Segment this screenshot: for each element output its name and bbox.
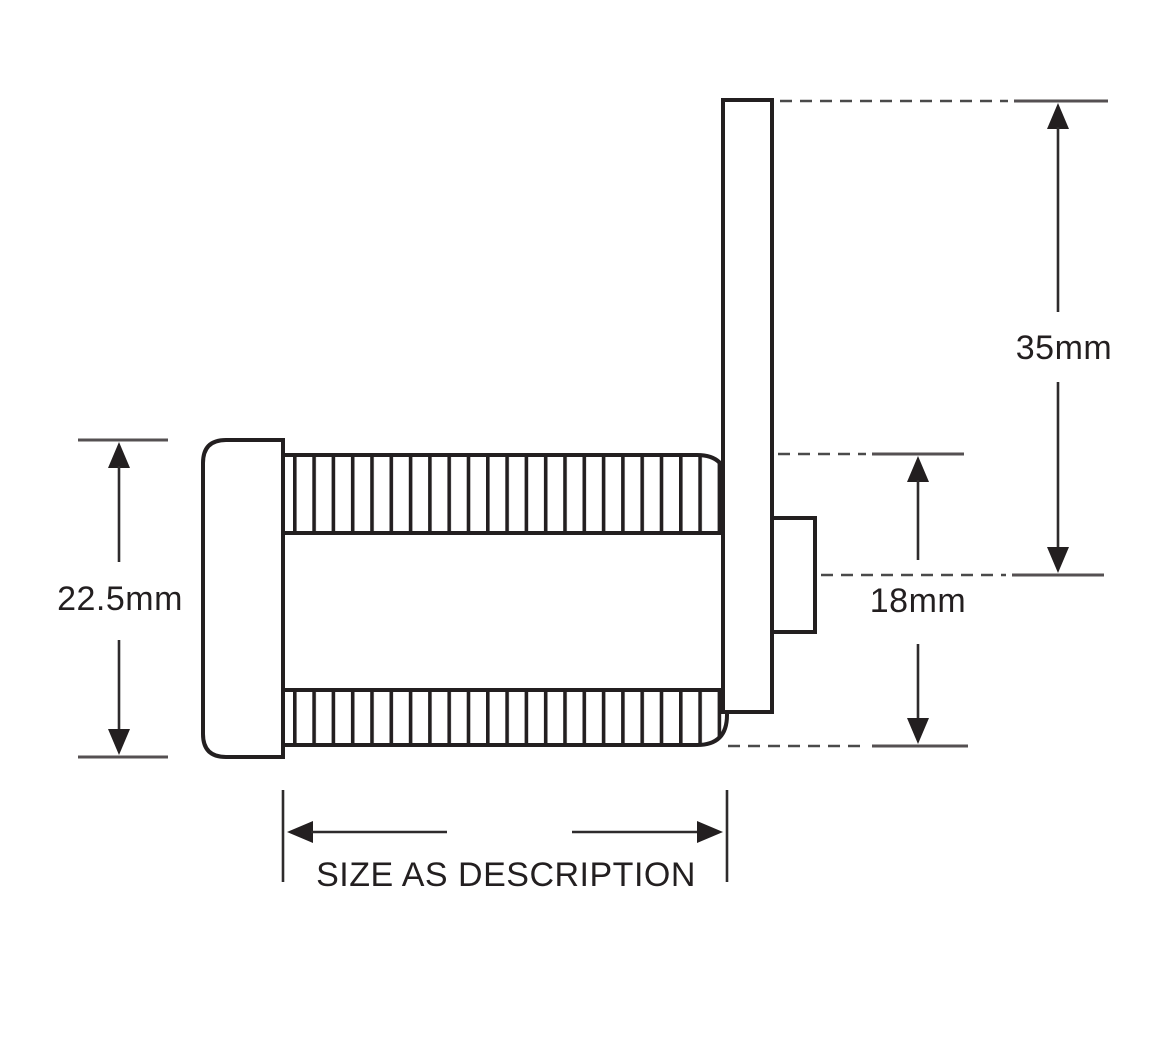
lock-body bbox=[201, 98, 817, 759]
arrowhead-down bbox=[907, 718, 929, 744]
cam-tab bbox=[770, 516, 817, 634]
cam-plate bbox=[721, 98, 774, 714]
dim-head-height-label: 22.5mm bbox=[57, 580, 183, 618]
dim-body-length: SIZE AS DESCRIPTION bbox=[281, 790, 729, 894]
arrowhead-up bbox=[108, 442, 130, 468]
dim-cam-length: 35mm bbox=[1012, 99, 1112, 577]
dim-cam-length-label: 35mm bbox=[1016, 329, 1112, 367]
thread-hatching-top bbox=[287, 455, 727, 533]
dim-head-height: 22.5mm bbox=[57, 438, 183, 759]
dim-body-diameter: 18mm bbox=[870, 452, 968, 748]
arrowhead-up bbox=[1047, 103, 1069, 129]
dim-body-length-label: SIZE AS DESCRIPTION bbox=[316, 856, 696, 894]
reference-lines bbox=[728, 99, 1008, 748]
arrowhead-right bbox=[697, 821, 723, 843]
arrowhead-down bbox=[108, 729, 130, 755]
dim-body-diameter-label: 18mm bbox=[870, 582, 966, 620]
arrowhead-down bbox=[1047, 547, 1069, 573]
lock-head bbox=[201, 438, 285, 759]
thread-hatching-bottom bbox=[287, 690, 727, 745]
arrowhead-left bbox=[287, 821, 313, 843]
arrowhead-up bbox=[907, 456, 929, 482]
